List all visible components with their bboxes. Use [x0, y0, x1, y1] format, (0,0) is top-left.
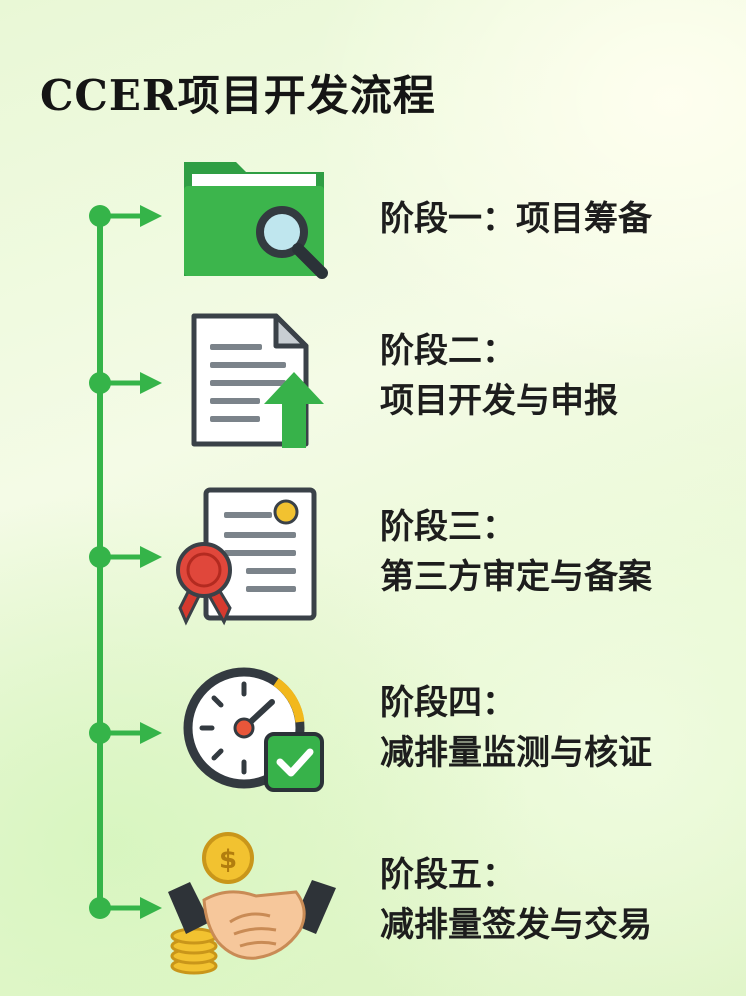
stage-4-subtitle: 减排量监测与核证	[380, 733, 652, 773]
timeline-arrow-4	[89, 722, 162, 744]
gauge-check-icon	[183, 667, 324, 792]
stage-2-title: 阶段二：	[380, 331, 516, 371]
timeline-arrow-3	[89, 546, 162, 568]
stage-3-subtitle: 第三方审定与备案	[380, 557, 652, 597]
timeline-arrow-5	[89, 897, 162, 919]
handshake-coins-icon: $	[168, 832, 336, 975]
page-title: CCER项目开发流程	[40, 71, 436, 120]
stage-4-title: 阶段四：	[380, 683, 516, 723]
svg-text:$: $	[219, 845, 237, 875]
certificate-icon	[176, 487, 317, 626]
stage-5-title: 阶段五：	[380, 855, 516, 895]
folder-search-icon	[184, 162, 328, 279]
stage-1-label: 阶段一：项目筹备	[380, 194, 652, 244]
stage-5-label: 阶段五： 减排量签发与交易	[380, 850, 652, 950]
stage-3-label: 阶段三： 第三方审定与备案	[380, 502, 652, 602]
stage-3-title: 阶段三：	[380, 507, 516, 547]
document-upload-icon	[191, 313, 324, 448]
timeline-arrow-2	[89, 372, 162, 394]
stage-2-subtitle: 项目开发与申报	[380, 381, 618, 421]
stage-2-label: 阶段二： 项目开发与申报	[380, 326, 618, 426]
timeline-arrow-1	[89, 205, 162, 227]
stage-5-subtitle: 减排量签发与交易	[380, 905, 652, 945]
stage-1-title: 阶段一：项目筹备	[380, 199, 652, 239]
stage-4-label: 阶段四： 减排量监测与核证	[380, 678, 652, 778]
